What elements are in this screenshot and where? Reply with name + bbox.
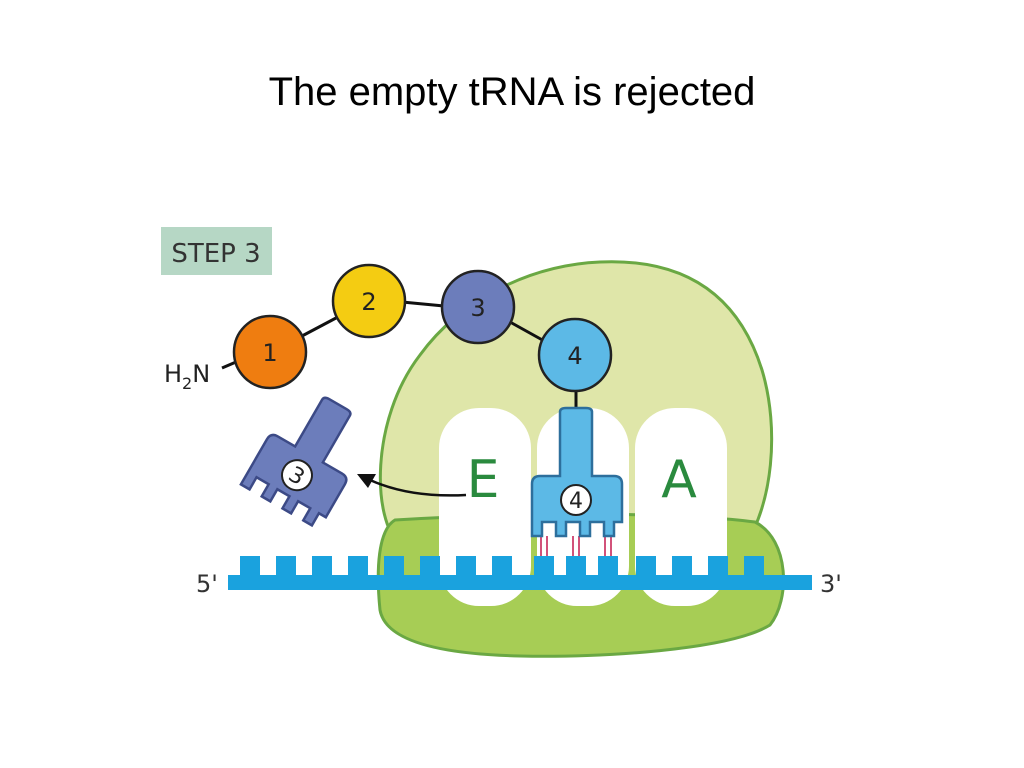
mrna-base: [598, 556, 618, 576]
codon-anticodon-pairs: [540, 536, 612, 556]
release-arrow-line: [369, 478, 467, 497]
trna-p-site-badge: [560, 484, 592, 516]
release-arrow-head: [357, 474, 376, 488]
bond-h2n-1: [221, 360, 237, 370]
a-site-pocket: [635, 408, 727, 606]
mrna-base: [744, 556, 764, 576]
amino-acid-4: 4: [537, 317, 613, 393]
mrna-base: [348, 556, 368, 576]
amino-terminus-label: H2N: [164, 360, 210, 393]
amino-acid-2-number: 2: [361, 288, 376, 316]
bond-3-4: [509, 320, 547, 344]
bond-2-3: [401, 300, 445, 308]
mrna-base: [708, 556, 728, 576]
a-site-label: A: [661, 450, 697, 510]
mrna-base: [240, 556, 260, 576]
step-badge-box: [161, 227, 272, 275]
mrna-base: [420, 556, 440, 576]
trna-released-badge: [281, 459, 313, 492]
mrna-base: [492, 556, 512, 576]
mrna-backbone: [228, 575, 812, 590]
amino-terminus-n: N: [192, 360, 210, 388]
mrna-strand: 5' 3': [196, 556, 842, 598]
amino-acid-1-number: 1: [262, 339, 277, 367]
amino-acid-4-ball: [537, 317, 613, 393]
mrna-base: [566, 556, 586, 576]
step-badge: STEP 3: [161, 227, 272, 275]
mrna-base: [636, 556, 656, 576]
amino-acid-2: 2: [331, 263, 407, 339]
slide-title: The empty tRNA is rejected: [268, 70, 756, 114]
amino-acid-4-number: 4: [567, 342, 582, 370]
trna-p-site-number: 4: [569, 489, 583, 514]
trna-released: 3: [239, 396, 352, 528]
release-arrow: [357, 474, 467, 497]
mrna-base: [276, 556, 296, 576]
amino-acid-1-ball: [232, 314, 308, 390]
mrna-3prime-label: 3': [820, 570, 842, 598]
trna-released-body: [239, 396, 352, 528]
bond-1-2: [301, 316, 337, 338]
mrna-base: [312, 556, 332, 576]
trna-p-site-body: [530, 406, 624, 538]
amino-terminus-subscript: 2: [182, 374, 192, 393]
mrna-base: [384, 556, 404, 576]
mrna-base: [534, 556, 554, 576]
amino-acid-3-ball: [440, 269, 516, 345]
trna-p-site: 4: [530, 406, 624, 538]
mrna-base: [456, 556, 476, 576]
amino-acid-2-ball: [331, 263, 407, 339]
e-site-label: E: [467, 450, 500, 510]
step-label: STEP 3: [171, 239, 260, 269]
amino-terminus-h: H: [164, 360, 182, 388]
amino-acid-3-number: 3: [470, 294, 485, 322]
mrna-base: [672, 556, 692, 576]
amino-acid-1: 1: [232, 314, 308, 390]
mrna-5prime-label: 5': [196, 570, 218, 598]
amino-acid-3: 3: [440, 269, 516, 345]
peptide-bonds: [221, 300, 578, 410]
mrna-codon-teeth: [240, 556, 764, 576]
